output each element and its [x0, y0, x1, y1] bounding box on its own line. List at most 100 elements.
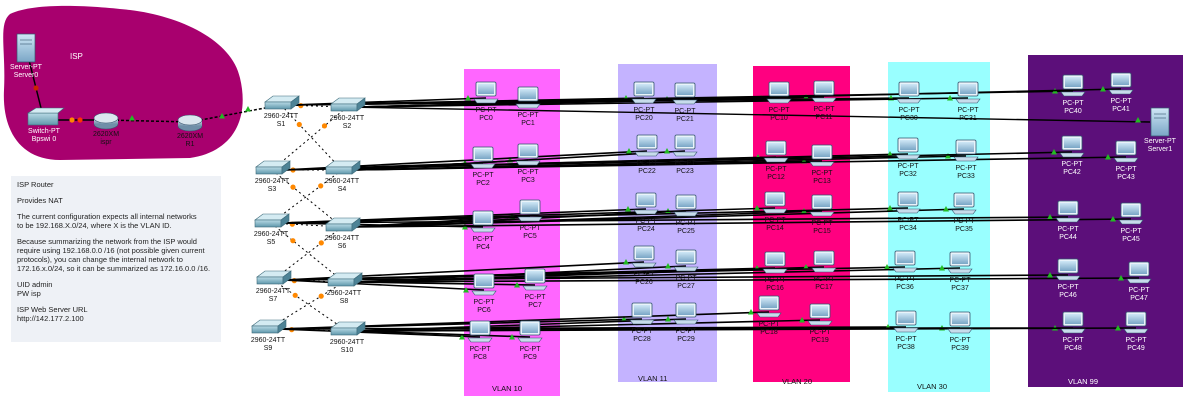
pc-name-label: PC31: [959, 115, 977, 122]
pc-name-label: PC6: [477, 307, 491, 314]
switch-model-label: 2960-24TT: [330, 115, 365, 122]
pc-type-label: PC-PT: [1058, 226, 1080, 233]
network-link: [280, 216, 1069, 224]
vlan-label: VLAN 20: [782, 377, 812, 386]
link-up-indicator: [509, 334, 515, 340]
pc-type-label: PC-PT: [898, 163, 920, 170]
pc-type-label: PC-PT: [1063, 100, 1085, 107]
switch-model-label: 2960-24TT: [251, 337, 286, 344]
pc-name-label: PC16: [766, 285, 784, 292]
pc-name-label: PC29: [677, 336, 695, 343]
pc-type-label: PC-PT: [950, 277, 972, 284]
switch-model-label: 2960-24TT: [325, 235, 360, 242]
pc-type-label: PC-PT: [632, 328, 654, 335]
link-up-indicator: [1118, 275, 1124, 281]
network-link: [282, 279, 485, 291]
pc-name-label: PC9: [523, 354, 537, 361]
pc-type-label: PC-PT: [675, 160, 697, 167]
pc-type-label: PC-PT: [637, 160, 659, 167]
note-line: The current configuration expects all in…: [17, 212, 197, 230]
pc-type-label: PC-PT: [950, 337, 972, 344]
pc-name-label: PC24: [637, 226, 655, 233]
router-model-label: 2620XM: [93, 131, 119, 138]
pc-type-label: PC-PT: [898, 217, 920, 224]
pc-type-label: PC-PT: [956, 165, 978, 172]
pc-name-label: PC23: [676, 168, 694, 175]
pc-name-label: PC48: [1064, 345, 1082, 352]
pc-name-label: PC17: [815, 284, 833, 291]
pc-type-label: PC-PT: [470, 346, 492, 353]
pc-name-label: PC12: [767, 174, 785, 181]
network-link: [280, 207, 909, 224]
pc-name-label: PC3: [521, 177, 535, 184]
pc-type-label: PC-PT: [1111, 98, 1133, 105]
network-link: [271, 169, 343, 228]
